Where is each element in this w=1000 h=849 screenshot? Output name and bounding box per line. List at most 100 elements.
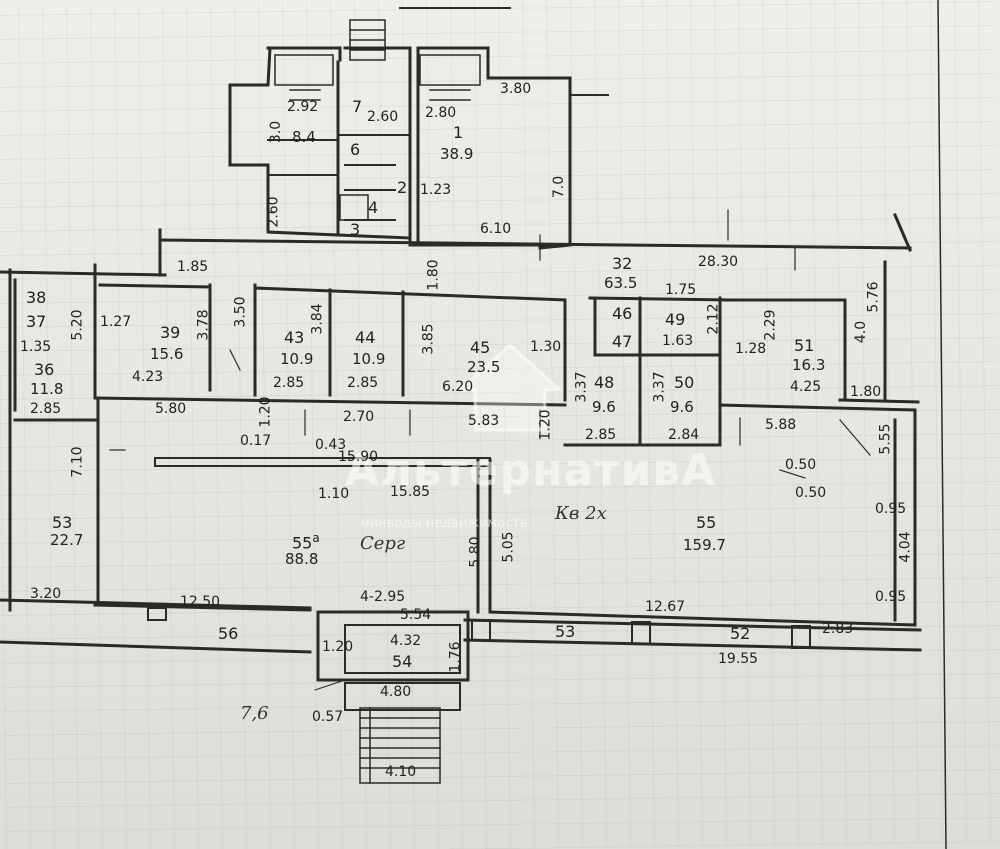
dim-3-37a: 3.37 [573,371,590,403]
dim-4-23: 4.23 [132,369,164,385]
dim-2-85-left: 2.85 [30,401,62,417]
dim-1-20c: 1.20 [322,639,354,655]
gallery-53-number: 53 [555,622,576,641]
dim-3-78: 3.78 [195,309,212,341]
room-51-number: 51 [794,336,815,355]
room-48-number: 48 [594,373,615,392]
dim-1-80: 1.80 [850,384,882,400]
dim-2-92: 2.92 [287,99,319,115]
room-7-number: 7 [352,97,363,116]
room-45-area: 23.5 [467,358,501,376]
upper-annex-walls [228,46,609,250]
dim-1-20a: 1.20 [257,396,274,428]
room-37-number: 37 [26,312,47,331]
dim-2-85-48: 2.85 [585,427,617,443]
handwritten-note-76: 7,6 [240,703,269,724]
page-border-right [937,0,947,849]
room-43-area: 10.9 [280,350,314,368]
dim-6-20: 6.20 [442,379,474,395]
room-55a-digits: 55 [292,533,313,553]
room-55a-number: 55а [292,532,320,551]
room-39-number: 39 [160,323,181,342]
room-36-area: 11.8 [30,380,64,398]
dim-6-10: 6.10 [480,221,512,237]
room-32-area: 63.5 [604,274,638,292]
dim-1-63: 1.63 [662,333,694,349]
dim-2-12: 2.12 [705,303,722,335]
dim-0-57: 0.57 [312,709,344,725]
dim-1-10: 1.10 [318,486,350,502]
dim-3-50: 3.50 [232,296,249,328]
room-53-area: 22.7 [50,531,84,549]
dim-15-90: 15.90 [338,449,379,465]
room-3-number: 3 [350,220,361,239]
vestibule-54-number: 54 [392,652,413,671]
handwritten-note-serg: Серг [360,533,406,554]
dim-19-55: 19.55 [718,651,759,667]
dim-5-05: 5.05 [500,531,517,563]
dim-12-50: 12.50 [180,594,221,610]
dim-3-80: 3.80 [500,81,532,97]
upper-stairs [274,19,481,221]
dim-1-80-top: 1.80 [425,259,442,291]
room-48-area: 9.6 [592,398,616,416]
dim-4-2-95: 4-2.95 [360,589,406,605]
room-39-area: 15.6 [150,345,184,363]
dim-1-75: 1.75 [665,282,697,298]
dim-3-20: 3.20 [30,586,62,602]
dim-5-80b: 5.80 [467,536,484,568]
dim-2-85-43: 2.85 [273,375,305,391]
dim-5-55: 5.55 [877,423,894,455]
entrance-stairs [314,679,441,784]
room-32-number: 32 [612,254,633,273]
room-51-area: 16.3 [792,356,826,374]
dim-4-04: 4.04 [897,531,914,563]
room-44-number: 44 [355,328,376,347]
dim-5-80: 5.80 [155,401,187,417]
dim-0-95b: 0.95 [875,589,907,605]
gallery-56-number: 56 [218,624,239,643]
dim-1-85: 1.85 [177,259,209,275]
room-43-number: 43 [284,328,305,347]
dim-3-0: 3.0 [268,120,285,144]
dim-1-27: 1.27 [100,314,132,330]
dim-7-0: 7.0 [551,175,568,199]
dim-7-10: 7.10 [69,446,86,478]
room-55a-area: 88.8 [285,550,319,568]
dim-28-30: 28.30 [698,254,739,270]
dim-2-84: 2.84 [668,427,700,443]
room-6-number: 6 [350,140,361,159]
room-50-number: 50 [674,373,695,392]
room-2-number: 2 [397,178,408,197]
dim-1-30: 1.30 [530,339,562,355]
room-53-number: 53 [52,513,73,532]
lower-halls-walls [0,268,922,654]
dim-4-32: 4.32 [390,633,422,649]
dim-12-67: 12.67 [645,599,686,615]
dim-0-17: 0.17 [240,433,272,449]
room-38-number: 38 [26,288,47,307]
dim-3-37b: 3.37 [651,371,668,403]
watermark-brand: АльтернативА [345,445,717,496]
room-47-number: 47 [612,332,633,351]
dim-15-85: 15.85 [390,484,431,500]
handwritten-note-kv: Кв 2х [555,503,607,524]
room-49-number: 49 [665,310,686,329]
room-55-area: 159.7 [683,536,726,554]
room-4-number: 4 [368,198,379,217]
dim-1-20b: 1.20 [537,409,554,441]
room-50-area: 9.6 [670,398,694,416]
dim-0-50b: 0.50 [795,485,827,501]
dim-0-95a: 0.95 [875,501,907,517]
dim-5-54: 5.54 [400,607,432,623]
dim-4-10: 4.10 [385,764,417,780]
room-36-number: 36 [34,360,55,379]
room-45-number: 45 [470,338,491,357]
room-1-area: 38.9 [440,145,474,163]
watermark-house-icon [456,342,564,432]
dim-2-60-side: 2.60 [265,196,282,228]
dim-0-50a: 0.50 [785,457,817,473]
watermark-subtitle: минводы недвижимость [360,516,528,531]
